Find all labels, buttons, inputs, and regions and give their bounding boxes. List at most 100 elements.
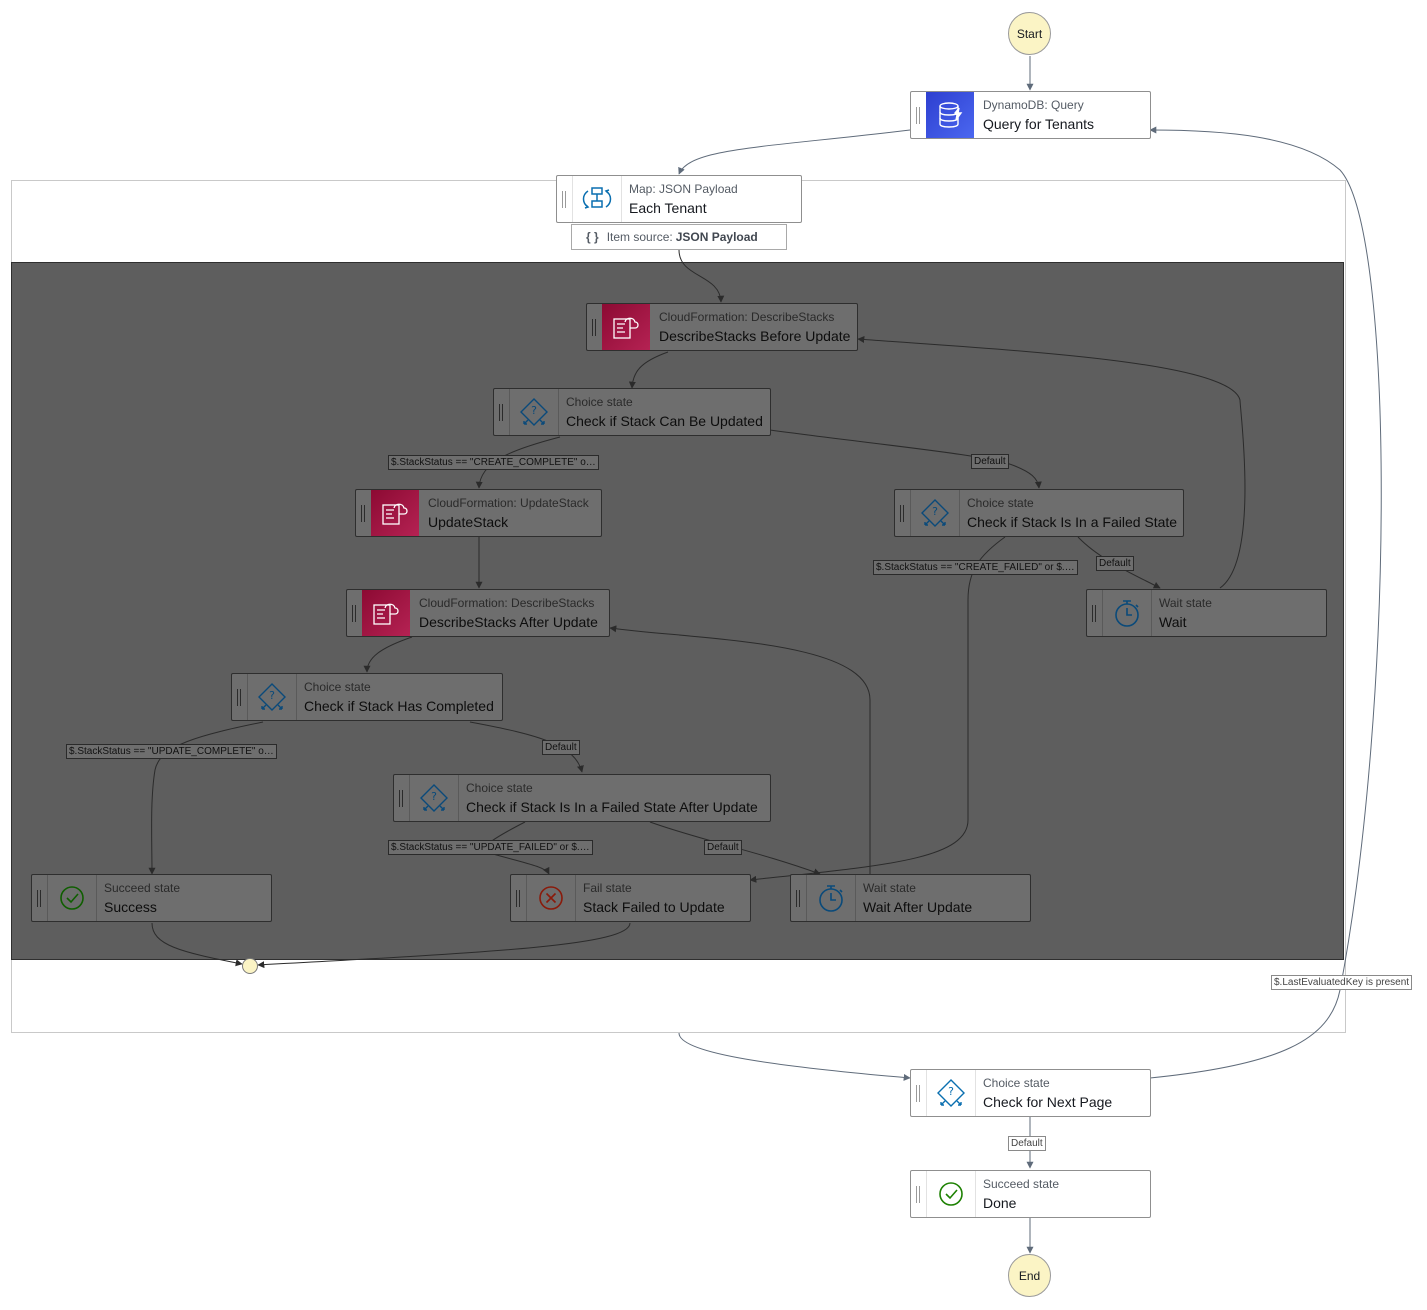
state-type: Wait state: [1159, 596, 1212, 610]
drag-handle[interactable]: [895, 490, 909, 536]
edge-success-end: [151, 922, 243, 967]
state-name: Check for Next Page: [983, 1094, 1113, 1110]
map-icon: [572, 176, 622, 222]
edge-stackfailed-end: [257, 922, 631, 969]
start-node[interactable]: Start: [1008, 12, 1051, 55]
state-type: CloudFormation: UpdateStack: [428, 496, 589, 510]
state-wait-after-update[interactable]: Wait state Wait After Update: [790, 874, 1031, 922]
choice-icon: ?: [409, 775, 459, 821]
drag-handle[interactable]: [587, 304, 601, 350]
state-query-for-tenants[interactable]: DynamoDB: Query Query for Tenants: [910, 91, 1151, 139]
svg-text:?: ?: [269, 689, 275, 702]
drag-handle[interactable]: [791, 875, 805, 921]
edge-label-create-complete[interactable]: $.StackStatus == "CREATE_COMPLETE" o…: [388, 455, 599, 470]
state-describe-after-update[interactable]: CloudFormation: DescribeStacks DescribeS…: [346, 589, 610, 637]
edge-wait-describe-after: [609, 625, 871, 874]
drag-handle[interactable]: [32, 875, 46, 921]
cloudformation-icon: [371, 490, 419, 536]
state-name: Done: [983, 1195, 1017, 1211]
choice-icon: ?: [247, 674, 297, 720]
edge-label-last-evaluated-key[interactable]: $.LastEvaluatedKey is present: [1271, 975, 1413, 990]
cloudformation-icon: [362, 590, 410, 636]
state-check-can-be-updated[interactable]: ? Choice state Check if Stack Can Be Upd…: [493, 388, 771, 436]
cloudformation-icon: [602, 304, 650, 350]
edge-map-next-page: [678, 1032, 911, 1081]
state-type: Wait state: [863, 881, 916, 895]
state-check-failed-after-update[interactable]: ? Choice state Check if Stack Is In a Fa…: [393, 774, 771, 822]
state-type: Choice state: [967, 496, 1034, 510]
edge-query-map: [678, 129, 911, 175]
state-update-stack[interactable]: CloudFormation: UpdateStack UpdateStack: [355, 489, 602, 537]
drag-handle[interactable]: [511, 875, 525, 921]
choice-icon: ?: [509, 389, 559, 435]
state-type: Choice state: [304, 680, 371, 694]
edge-label-default[interactable]: Default: [1008, 1136, 1046, 1151]
edge-label-default[interactable]: Default: [971, 454, 1009, 469]
state-type: Fail state: [583, 881, 632, 895]
state-name: Each Tenant: [629, 200, 707, 216]
check-circle-icon: [926, 1171, 976, 1217]
drag-handle[interactable]: [911, 92, 925, 138]
edge-label-update-failed[interactable]: $.StackStatus == "UPDATE_FAILED" or $.…: [388, 840, 593, 855]
drag-handle[interactable]: [347, 590, 361, 636]
state-check-for-next-page[interactable]: ? Choice state Check for Next Page: [910, 1069, 1151, 1117]
state-done[interactable]: Succeed state Done: [910, 1170, 1151, 1218]
state-type: Choice state: [566, 395, 633, 409]
dynamodb-icon: [926, 92, 974, 138]
edge-label-default[interactable]: Default: [542, 740, 580, 755]
check-circle-icon: [47, 875, 97, 921]
edge-label-create-failed[interactable]: $.StackStatus == "CREATE_FAILED" or $.…: [873, 560, 1078, 575]
timer-icon: [1102, 590, 1152, 636]
drag-handle[interactable]: [356, 490, 370, 536]
state-name: UpdateStack: [428, 514, 509, 530]
edge-next-page-query: [1149, 126, 1382, 1079]
state-name: Stack Failed to Update: [583, 899, 725, 915]
drag-handle[interactable]: [1087, 590, 1101, 636]
state-name: Check if Stack Can Be Updated: [566, 413, 763, 429]
drag-handle[interactable]: [394, 775, 408, 821]
state-check-failed-state[interactable]: ? Choice state Check if Stack Is In a Fa…: [894, 489, 1184, 537]
state-name: Success: [104, 899, 157, 915]
edge-label-default[interactable]: Default: [704, 840, 742, 855]
svg-text:?: ?: [948, 1085, 954, 1098]
drag-handle[interactable]: [494, 389, 508, 435]
drag-handle[interactable]: [911, 1070, 925, 1116]
state-success[interactable]: Succeed state Success: [31, 874, 272, 922]
edge-wait-describe: [857, 335, 1246, 589]
x-circle-icon: [526, 875, 576, 921]
state-check-has-completed[interactable]: ? Choice state Check if Stack Has Comple…: [231, 673, 503, 721]
inner-edges: [148, 249, 1246, 969]
drag-handle[interactable]: [911, 1171, 925, 1217]
edge-label-update-complete[interactable]: $.StackStatus == "UPDATE_COMPLETE" o…: [66, 744, 277, 759]
item-source-prefix: Item source: [606, 230, 670, 244]
state-type: DynamoDB: Query: [983, 98, 1084, 112]
choice-icon: ?: [926, 1070, 976, 1116]
state-name: Check if Stack Is In a Failed State: [967, 514, 1178, 530]
edge-source-describe: [678, 249, 725, 303]
state-stack-failed-to-update[interactable]: Fail state Stack Failed to Update: [510, 874, 751, 922]
state-name: Query for Tenants: [983, 116, 1095, 132]
braces-icon: { }: [586, 230, 599, 244]
state-type: Choice state: [466, 781, 533, 795]
state-name: DescribeStacks After Update: [419, 614, 598, 630]
state-type: CloudFormation: DescribeStacks: [419, 596, 595, 610]
state-wait[interactable]: Wait state Wait: [1086, 589, 1327, 637]
drag-handle[interactable]: [557, 176, 571, 222]
state-type: Choice state: [983, 1076, 1050, 1090]
iterator-end-dot: [242, 958, 258, 974]
end-node[interactable]: End: [1008, 1254, 1051, 1297]
state-name: Wait After Update: [863, 899, 973, 915]
state-describe-before-update[interactable]: CloudFormation: DescribeStacks DescribeS…: [586, 303, 858, 351]
drag-handle[interactable]: [232, 674, 246, 720]
edge-check-success: [148, 721, 264, 875]
state-type: Map: JSON Payload: [629, 182, 738, 196]
state-name: Wait: [1159, 614, 1187, 630]
svg-text:?: ?: [932, 505, 938, 518]
state-type: CloudFormation: DescribeStacks: [659, 310, 835, 324]
state-each-tenant[interactable]: Map: JSON Payload Each Tenant: [556, 175, 802, 223]
item-source-box: { } Item source: JSON Payload: [571, 224, 787, 250]
state-name: Check if Stack Has Completed: [304, 698, 494, 714]
edge-label-default[interactable]: Default: [1096, 556, 1134, 571]
